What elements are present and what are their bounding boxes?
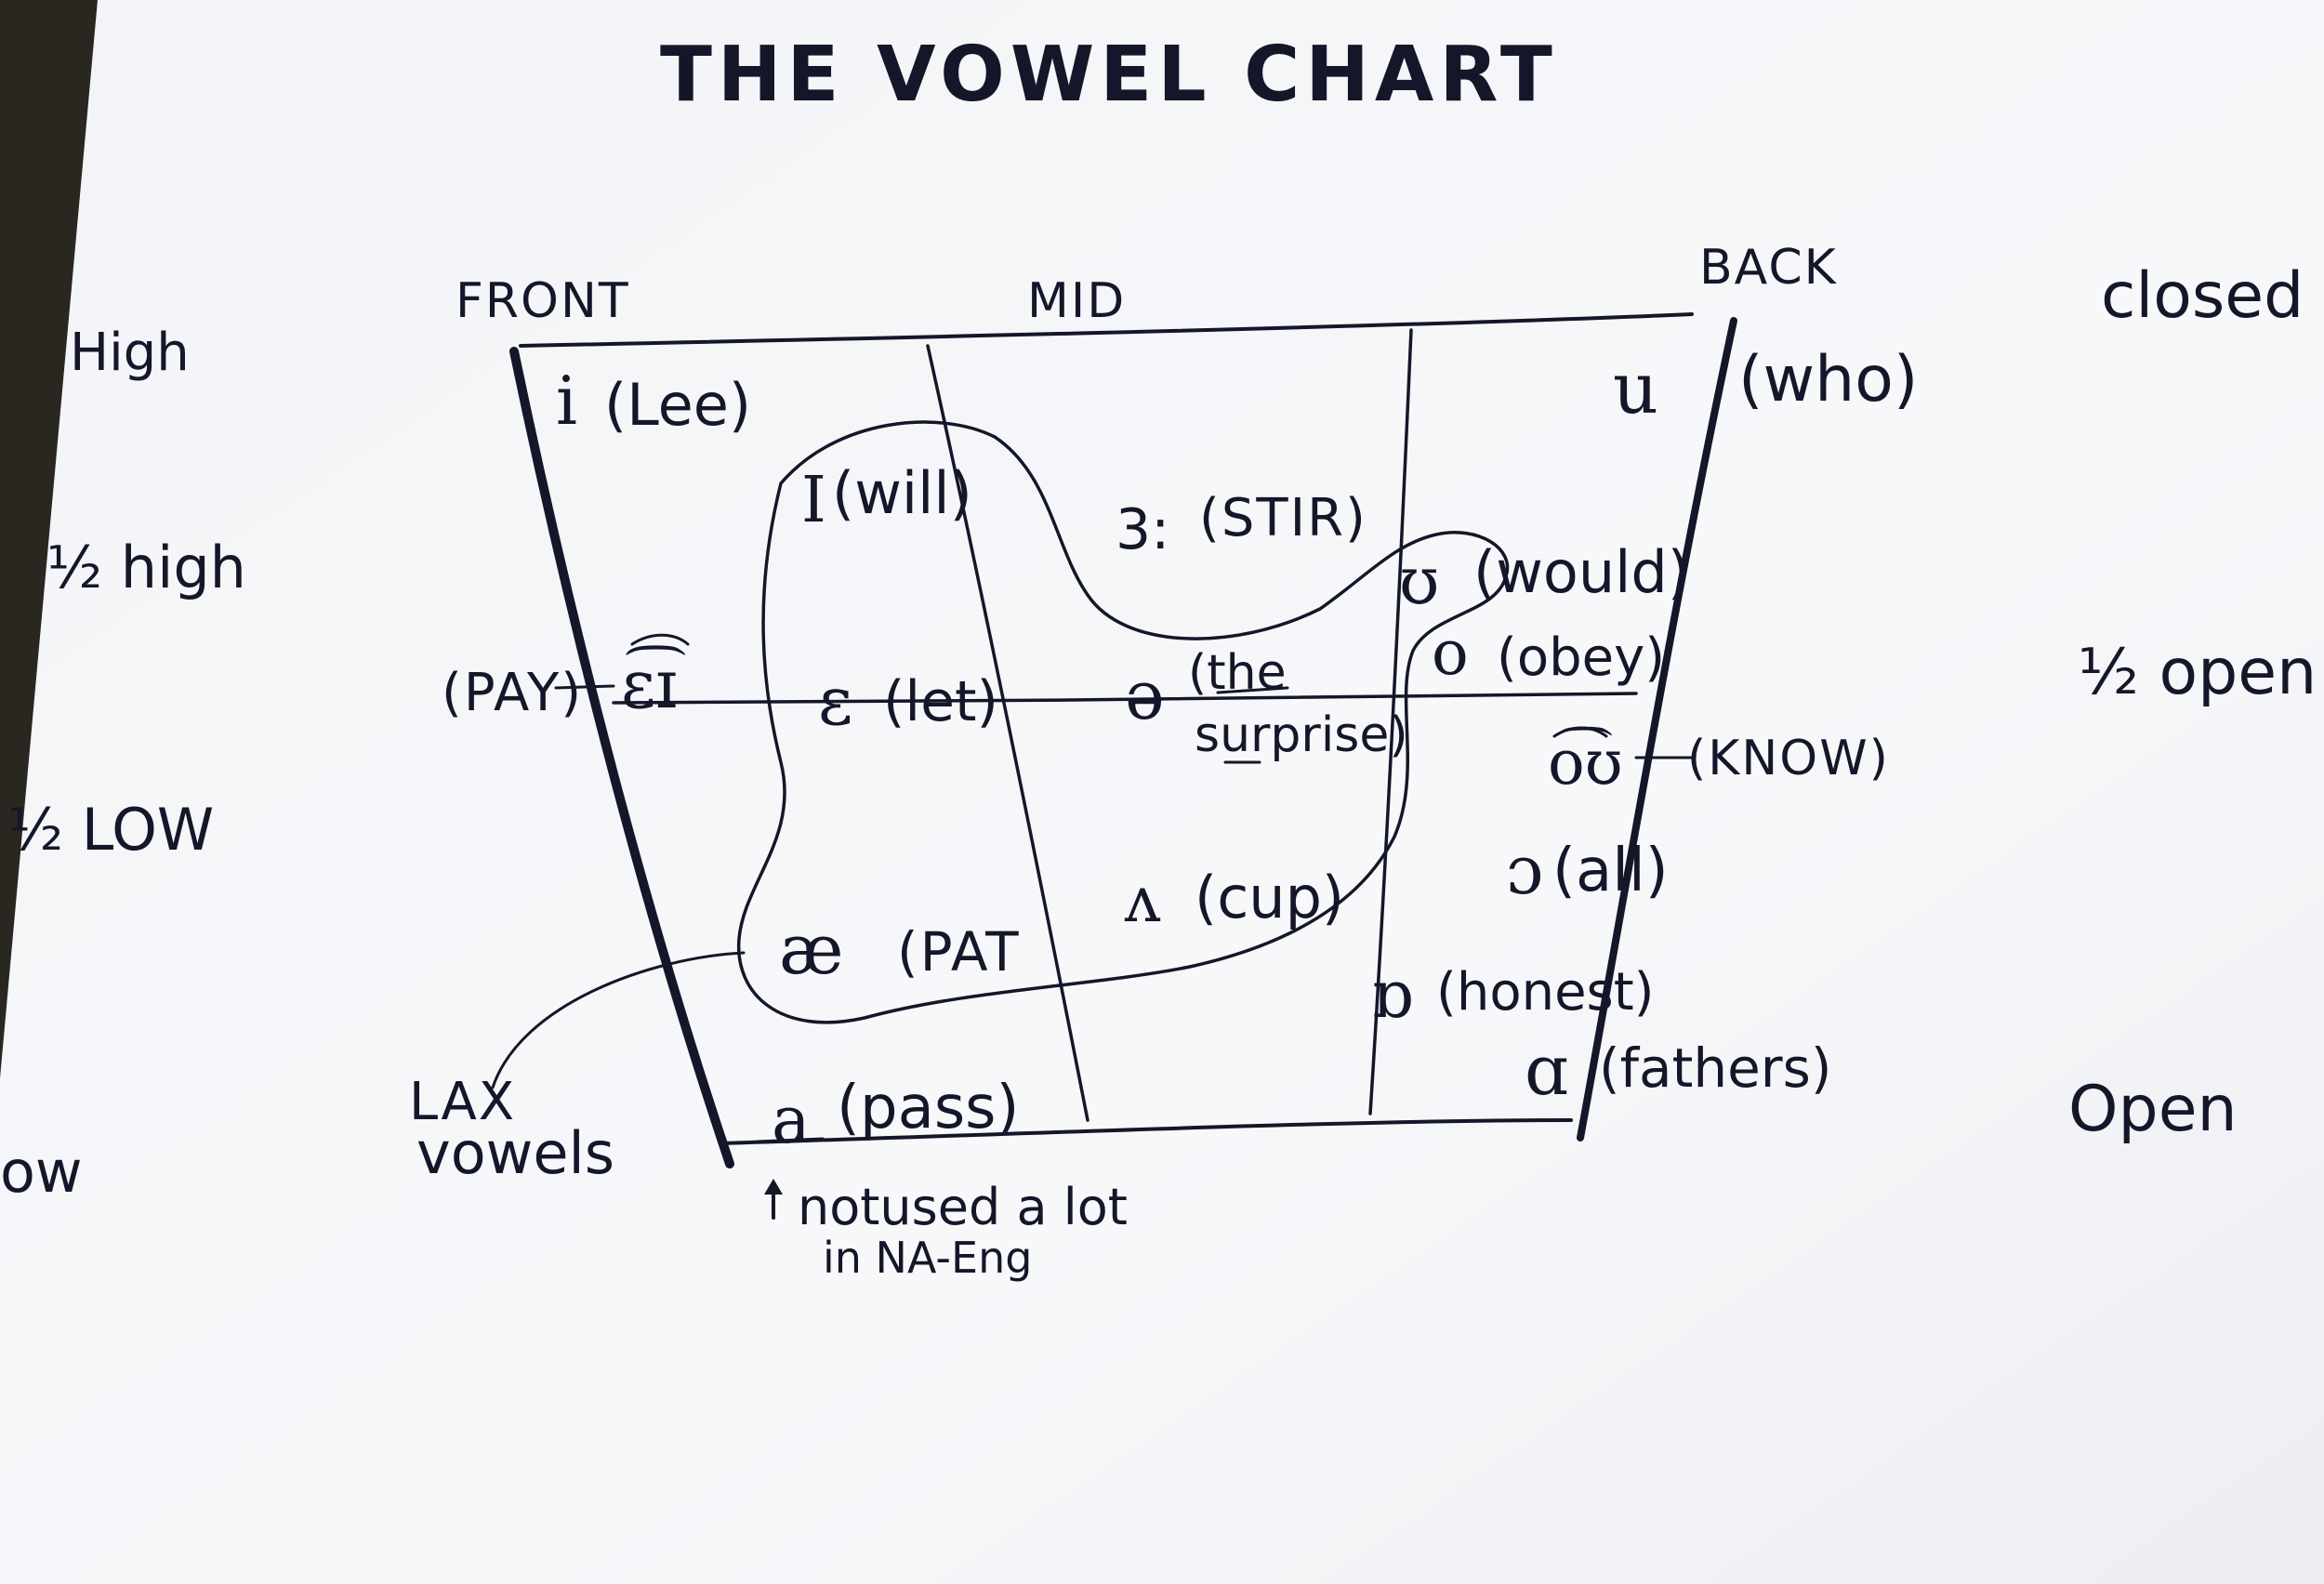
note-line2: in NA-Eng (823, 1233, 1033, 1283)
note-arrowhead (764, 1179, 783, 1195)
vowel-ae-symbol: æ (779, 910, 844, 990)
label-half-open: ½ open (2078, 636, 2317, 709)
vowel-wedge-symbol: ʌ (1125, 864, 1161, 937)
vowel-I-word: (will) (832, 459, 972, 527)
vowel-o-symbol: o (1432, 617, 1469, 689)
vowel-ei-word: (PAY) (442, 663, 584, 723)
label-closed: closed (2101, 259, 2304, 333)
label-low: ow (0, 1138, 83, 1206)
vowel-alpha-word: (fathers) (1599, 1036, 1832, 1100)
vowel-schwa-word-line2: surprise) (1195, 707, 1408, 763)
label-high: High (70, 323, 190, 383)
ei-tie-bar (630, 633, 690, 646)
vowel-open-o-symbol: ɔ (1506, 831, 1544, 909)
vowel-er-symbol: 3: (1116, 497, 1170, 562)
vowel-ei-symbol: ɛ͡ɪ (621, 645, 678, 723)
column-back: BACK (1699, 240, 1838, 296)
vowel-open-o-word: (all) (1552, 837, 1669, 905)
vowel-U-symbol: ʊ (1399, 543, 1440, 619)
vowel-schwa-word-line1: (the (1188, 645, 1287, 701)
label-half-high: ½ high (46, 534, 246, 601)
vowel-a-pass-symbol: a (772, 1082, 811, 1158)
pay-pointer (554, 684, 615, 690)
vowel-schwa-symbol: ə (1125, 656, 1165, 734)
label-half-low: ½ LOW (7, 796, 215, 864)
pass-strike (756, 1137, 825, 1143)
label-open: Open (2068, 1073, 2238, 1146)
front-mid-divider (926, 344, 1089, 1122)
lax-vowel-loop (736, 420, 1510, 1024)
vowel-turned-a-symbol: ɒ (1371, 957, 1413, 1033)
vowel-alpha-symbol: ɑ (1525, 1031, 1569, 1111)
vowel-wedge-word: (cup) (1195, 864, 1345, 931)
ou-tie-bar (1552, 726, 1608, 738)
vowel-e-symbol: ɛ (818, 662, 853, 740)
lax-pointer (491, 951, 746, 1089)
bottom-line (719, 1118, 1573, 1145)
back-edge (1577, 317, 1737, 1142)
vowel-a-pass-word: (pass) (837, 1074, 1020, 1142)
vowel-e-word: (let) (883, 669, 998, 734)
vowel-I-symbol: I (801, 464, 826, 537)
the-underline (1216, 686, 1289, 694)
vowel-turned-a-word: (honest) (1436, 962, 1655, 1023)
vowel-ou-symbol: o͡ʊ (1548, 727, 1623, 799)
lax-label-line2: vowels (416, 1119, 615, 1187)
lax-label-line1: LAX (409, 1072, 517, 1132)
vowel-o-word: (obey) (1497, 627, 1666, 688)
vowel-i-symbol: i (556, 362, 578, 440)
front-edge (509, 347, 734, 1168)
vowel-U-word: (would) (1473, 538, 1690, 606)
mid-back-divider (1368, 328, 1413, 1115)
vowel-u-word: (who) (1738, 343, 1919, 416)
vowel-er-word: (STIR) (1199, 488, 1367, 548)
vowel-ou-word: (KNOW) (1687, 731, 1890, 786)
vowel-i-word: (Lee) (604, 371, 752, 439)
top-line (519, 312, 1694, 348)
column-mid: MID (1027, 273, 1127, 329)
column-front: FRONT (456, 273, 630, 329)
vowel-u-symbol: u (1613, 347, 1658, 429)
middle-line (612, 692, 1638, 705)
note-line1: notused a lot (798, 1178, 1128, 1236)
chart-title: THE VOWEL CHART (660, 31, 1558, 119)
vowel-ae-word: (PAT (897, 920, 1021, 983)
